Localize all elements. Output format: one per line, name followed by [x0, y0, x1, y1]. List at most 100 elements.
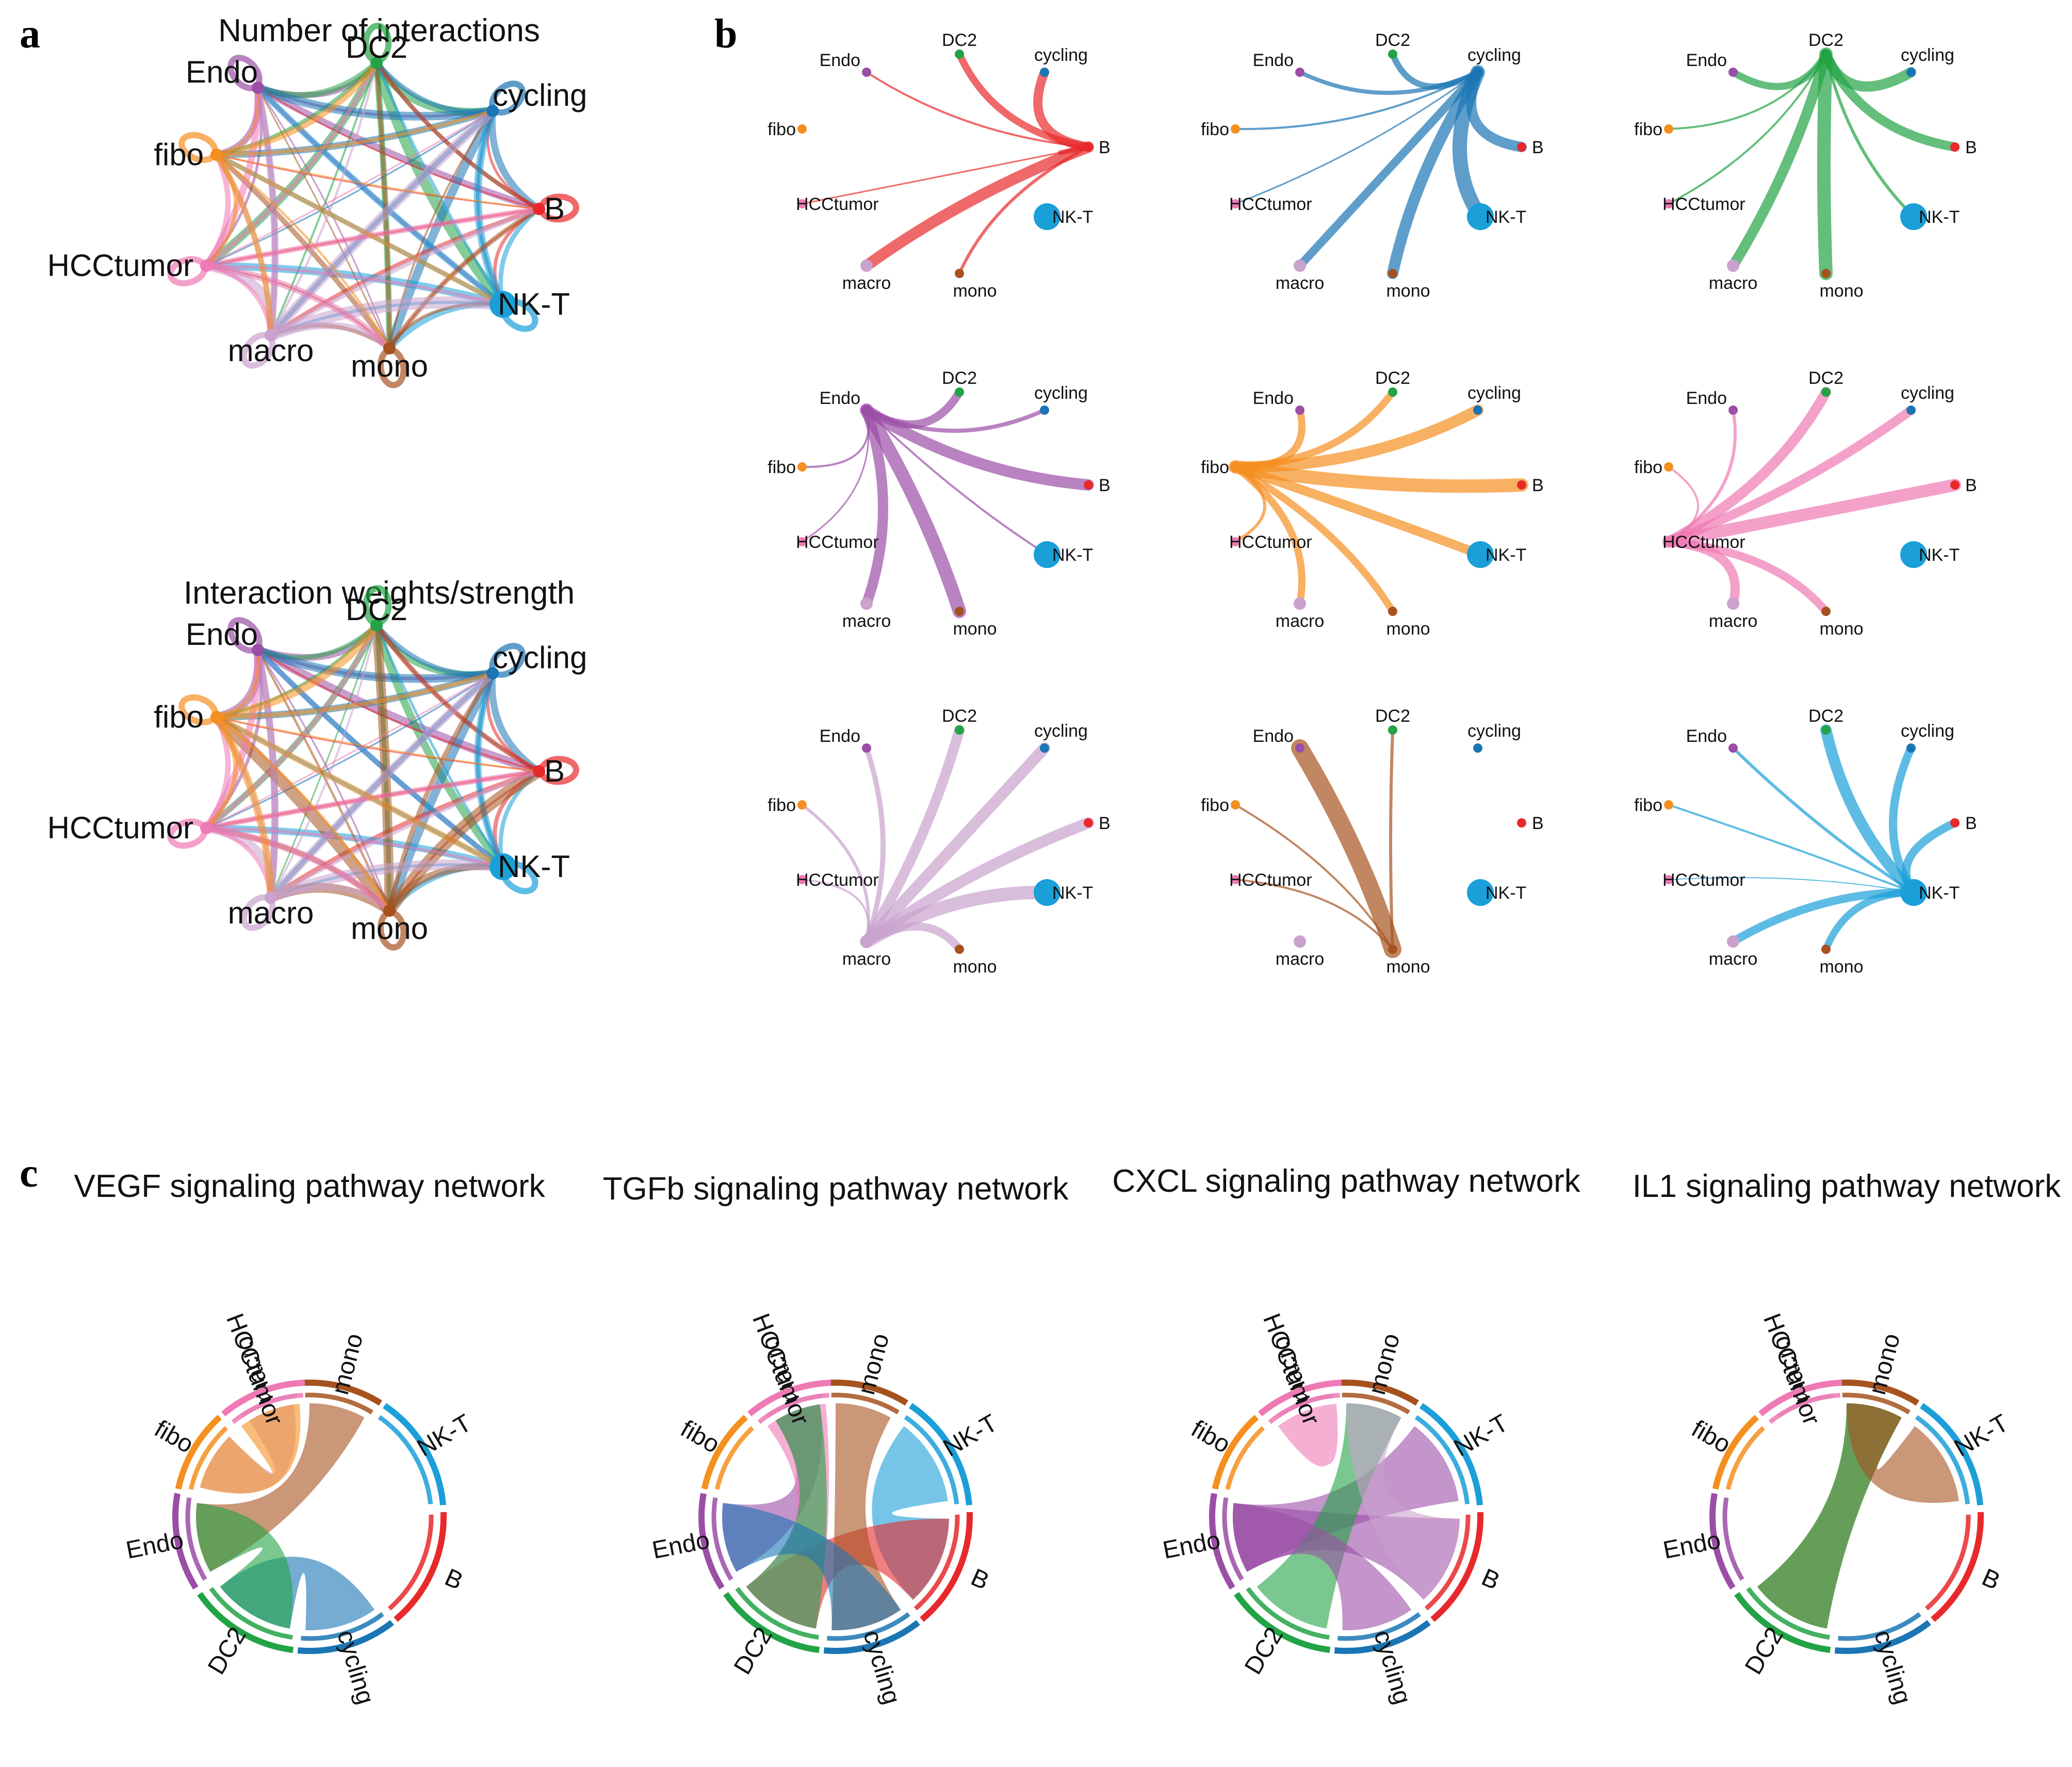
node-endo	[1295, 743, 1304, 753]
node-hcctumor	[797, 875, 807, 884]
sector-inner-arc-fibo	[714, 1426, 755, 1490]
edge-nk-t-to-macro	[1729, 888, 1918, 946]
edge-b-to-cycling	[1033, 68, 1093, 152]
edge-macro-to-dc2	[861, 725, 965, 947]
sector-label-cycling: cycling	[1368, 1627, 1416, 1708]
sector-inner-arc-fibo	[188, 1426, 229, 1490]
node-hcctumor	[1231, 875, 1240, 884]
node-label-fibo: fibo	[1634, 796, 1662, 815]
node-macro	[1727, 260, 1739, 272]
node-dc2	[1388, 725, 1397, 735]
edge-dc2-to-fibo	[1668, 53, 1827, 130]
edge-cycling-to-hcctumor	[206, 672, 493, 829]
node-nk-t	[1034, 879, 1061, 906]
node-label-nk-t: NK-T	[1486, 883, 1526, 903]
edge-macro-to-endo	[254, 87, 279, 336]
sector-arc-endo	[698, 1493, 725, 1590]
node-label-cycling: cycling	[1034, 721, 1088, 741]
node-hcctumor	[200, 260, 213, 272]
node-label-b: B	[1532, 814, 1544, 833]
edge-fibo-to-mono	[1232, 463, 1396, 615]
node-label-fibo: fibo	[154, 700, 204, 734]
node-dc2	[1821, 725, 1831, 735]
edge-mono-to-endo	[1291, 739, 1401, 958]
edge-dc2-to-nk-t	[1824, 53, 1915, 218]
sector-inner-arc-nk-t	[904, 1415, 959, 1504]
edge-dc2-to-b	[1821, 50, 1960, 152]
edge-endo-to-fibo	[801, 409, 870, 468]
node-label-fibo: fibo	[768, 458, 796, 477]
edge-fibo-to-hcctumor	[205, 153, 238, 267]
node-label-cycling: cycling	[1467, 383, 1521, 403]
edge-nk-t-to-mono	[1822, 889, 1917, 953]
chord-title: IL1 signaling pathway network	[1633, 1169, 2062, 1204]
node-label-b: B	[1532, 138, 1544, 157]
circle-plot-1: Number of interactionsEndoDC2cyclingBNK-…	[47, 13, 587, 388]
node-fibo	[797, 462, 807, 472]
edge-hcctumor-to-mono	[1665, 538, 1830, 615]
node-mono	[1821, 945, 1831, 954]
node-label-nk-t: NK-T	[498, 287, 570, 321]
edge-fibo-to-cycling	[1230, 404, 1483, 473]
sector-inner-arc-cycling	[301, 1612, 384, 1641]
node-label-cycling: cycling	[493, 78, 587, 112]
node-nk-t	[1467, 879, 1494, 906]
edge-nk-t-to-dc2	[375, 62, 504, 305]
node-label-hcctumor: HCCtumor	[1229, 870, 1312, 890]
edge-cycling-to-macro	[1296, 68, 1482, 270]
edge-endo-to-mono	[860, 403, 966, 618]
edge-mono-to-dc2	[1389, 728, 1394, 951]
sector-arc-cycling	[823, 1620, 920, 1654]
edge-nk-t-to-endo	[256, 648, 505, 869]
node-label-b: B	[1965, 814, 1977, 833]
sector-inner-arc-endo	[711, 1497, 733, 1581]
chord-b-to-mono	[1346, 1403, 1460, 1600]
node-endo	[252, 82, 264, 94]
node-label-dc2: DC2	[346, 30, 407, 64]
node-label-hcctumor: HCCtumor	[1229, 194, 1312, 214]
node-label-cycling: cycling	[1901, 45, 1954, 65]
sector-inner-arc-hcctumor	[757, 1392, 829, 1424]
edge-dc2-to-macro	[1728, 49, 1831, 271]
edge-endo-to-b	[256, 85, 540, 213]
edge-nk-t-to-dc2	[1820, 724, 1919, 898]
sector-arc-mono	[828, 1380, 908, 1406]
node-label-macro: macro	[228, 333, 314, 368]
edge-b-to-mono	[958, 145, 1090, 275]
node-label-cycling: cycling	[1901, 721, 1954, 741]
sector-inner-arc-hcctumor	[1268, 1392, 1340, 1424]
sector-inner-arc-fibo	[1225, 1426, 1265, 1490]
node-label-endo: Endo	[820, 51, 860, 70]
panel-label-a: a	[20, 11, 40, 57]
node-dc2	[1388, 387, 1397, 397]
sector-arc-nk-t	[909, 1403, 972, 1505]
node-label-fibo: fibo	[1201, 120, 1229, 139]
sector-label-b: B	[1978, 1564, 2004, 1595]
sector-label-nk-t: NK-T	[413, 1409, 476, 1463]
panel-b-source-networks: EndoDC2cyclingBNK-TmonomacroHCCtumorfibo…	[768, 30, 1977, 977]
sector-inner-arc-cycling	[1838, 1612, 1921, 1641]
chord-dc2-to-macro	[746, 1404, 827, 1629]
sector-arc-endo	[172, 1493, 199, 1590]
chord-title: CXCL signaling pathway network	[1112, 1163, 1581, 1199]
sector-arc-mono	[302, 1380, 382, 1406]
sector-label-endo: Endo	[1661, 1527, 1723, 1564]
sector-label-endo: Endo	[1161, 1527, 1222, 1564]
sector-arc-hcctumor	[221, 1380, 305, 1417]
node-hcctumor	[200, 822, 213, 834]
node-cycling	[1473, 743, 1482, 753]
edge-cycling-to-hcctumor	[1234, 71, 1479, 205]
sector-label-nk-t: NK-T	[1950, 1409, 2013, 1463]
edge-fibo-to-b	[216, 154, 540, 210]
node-label-macro: macro	[842, 949, 891, 969]
edge-b-to-macro	[861, 141, 1094, 271]
sector-inner-arc-nk-t	[1414, 1415, 1470, 1504]
node-label-endo: Endo	[820, 726, 860, 746]
sector-label-b: B	[1477, 1564, 1504, 1595]
node-cycling	[1040, 68, 1049, 77]
node-label-endo: Endo	[186, 55, 258, 89]
node-nk-t	[1900, 203, 1927, 230]
node-fibo	[797, 800, 807, 809]
node-dc2	[955, 387, 964, 397]
